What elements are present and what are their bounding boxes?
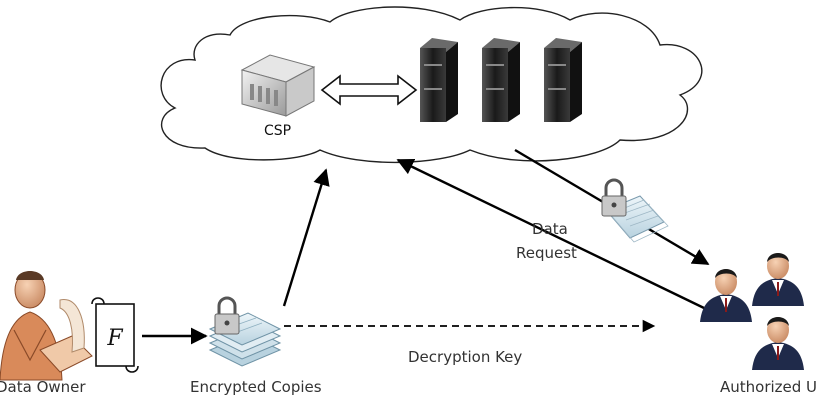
data-request-label-line1: Data — [532, 220, 568, 238]
double-arrow-icon — [320, 74, 418, 106]
data-owner-icon — [0, 271, 93, 381]
data-request-arrow — [396, 158, 705, 310]
authorized-users-icon — [700, 253, 804, 370]
file-scroll-icon — [91, 297, 139, 373]
data-owner-label: Data Owner — [0, 378, 86, 396]
server-rack-icon — [420, 38, 582, 122]
lock-icon — [601, 178, 627, 217]
authorized-users-label: Authorized U — [720, 378, 818, 396]
data-request-label-line2: Request — [516, 244, 577, 262]
csp-label: CSP — [264, 123, 292, 139]
upload-arrow — [282, 168, 330, 307]
copies-lock-icon — [214, 296, 240, 335]
encrypted-copies-label: Encrypted Copies — [190, 378, 322, 396]
building-icon — [240, 54, 316, 117]
encrypted-copies-icon — [208, 312, 282, 367]
decryption-key-label: Decryption Key — [408, 348, 523, 366]
file-letter: F — [106, 326, 123, 351]
